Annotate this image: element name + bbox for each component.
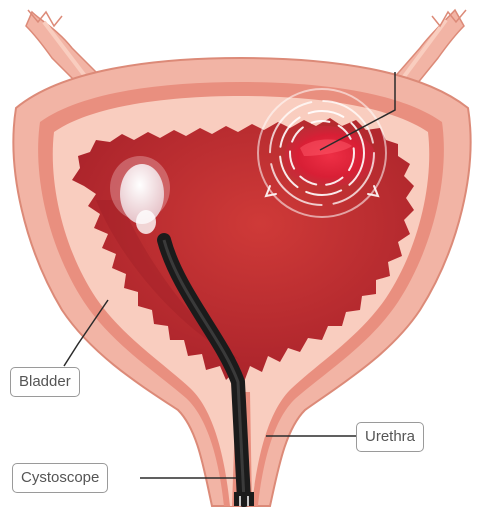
urethra-label: Urethra xyxy=(356,422,424,452)
cystoscope-label: Cystoscope xyxy=(12,463,108,493)
bladder-label: Bladder xyxy=(10,367,80,397)
